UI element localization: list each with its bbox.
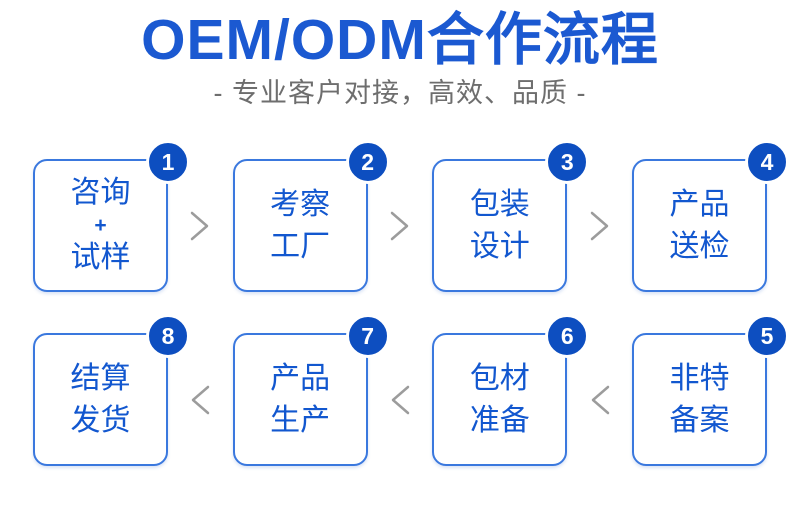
step-number-badge: 3 <box>545 140 590 184</box>
step-number-badge: 6 <box>545 314 590 358</box>
chevron-right-icon <box>187 209 213 243</box>
step-number-badge: 5 <box>744 314 789 358</box>
page-subtitle: - 专业客户对接，高效、品质 - <box>213 78 587 108</box>
flow-row-bottom: 8 结算 发货 7 产品 生产 6 包材 准备 5 非特 备案 <box>0 314 800 466</box>
step-number-badge: 2 <box>345 140 390 184</box>
step-label-plus: + <box>94 214 107 237</box>
step-label-line: 产品 <box>669 187 730 221</box>
step-label-line: 生产 <box>270 403 331 437</box>
chevron-left-icon <box>387 383 413 417</box>
step-label-line: 考察 <box>270 187 331 221</box>
step-number-badge: 1 <box>146 140 190 184</box>
step-number: 8 <box>161 322 175 349</box>
flow-step-box-6: 6 包材 准备 <box>432 314 590 466</box>
step-number: 6 <box>560 322 574 349</box>
step-label-line: 产品 <box>270 361 331 395</box>
chevron-left-icon <box>187 383 213 417</box>
step-number: 7 <box>361 322 375 349</box>
step-label-line: 试样 <box>70 241 131 274</box>
step-label-line: 非特 <box>669 361 730 395</box>
step-label-line: 准备 <box>469 403 530 437</box>
chevron-left-icon <box>587 383 613 417</box>
flow-step-box-1: 1 咨询 + 试样 <box>33 140 190 292</box>
flow-step-box-5: 5 非特 备案 <box>631 314 789 466</box>
step-number: 1 <box>161 148 175 175</box>
step-number-badge: 4 <box>744 140 789 184</box>
step-label-line: 结算 <box>70 361 131 395</box>
step-number-badge: 7 <box>345 314 390 358</box>
step-label-line: 包装 <box>469 187 530 221</box>
step-label-line: 送检 <box>669 229 730 263</box>
step-label-line: 包材 <box>469 361 530 395</box>
flow-step-box-2: 2 考察 工厂 <box>232 140 390 292</box>
header: OEM/ODM合作流程 - 专业客户对接，高效、品质 - <box>0 0 800 110</box>
step-number: 3 <box>560 148 574 175</box>
flow-step-box-4: 4 产品 送检 <box>631 140 789 292</box>
step-label-line: 设计 <box>469 229 530 263</box>
step-number: 2 <box>361 148 375 175</box>
chevron-right-icon <box>387 209 413 243</box>
flow-step-box-7: 7 产品 生产 <box>232 314 390 466</box>
step-label-line: 咨询 <box>70 176 131 209</box>
flow-step-box-8: 8 结算 发货 <box>33 314 190 466</box>
step-number: 4 <box>760 148 774 175</box>
step-number-badge: 8 <box>146 314 190 358</box>
step-label-line: 发货 <box>70 403 131 437</box>
step-label-line: 工厂 <box>270 229 331 263</box>
flow-row-top: 1 咨询 + 试样 2 考察 工厂 3 包装 设计 4 产品 送检 <box>0 140 800 292</box>
step-number: 5 <box>760 322 774 349</box>
chevron-right-icon <box>587 209 613 243</box>
flow-step-box-3: 3 包装 设计 <box>432 140 590 292</box>
page-title: OEM/ODM合作流程 <box>141 8 659 72</box>
step-label-line: 备案 <box>669 403 730 437</box>
